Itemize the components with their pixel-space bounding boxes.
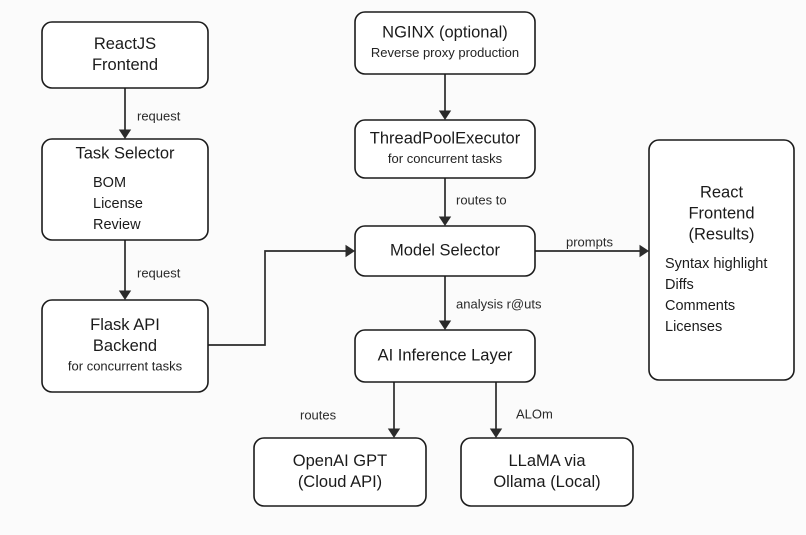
edge-inference-to-openai: routes bbox=[300, 382, 401, 438]
node-title-line: Flask API bbox=[90, 316, 160, 334]
arrow-head bbox=[639, 244, 649, 258]
node-list-item: Review bbox=[93, 217, 141, 233]
edge-reactjs-to-task: request bbox=[118, 88, 181, 139]
node-box[interactable] bbox=[354, 225, 536, 277]
node-title-line: Model Selector bbox=[390, 241, 501, 259]
edge-inference-to-llama: ALOm bbox=[489, 382, 553, 438]
edges-layer: request request routes to analysis r@uts pro… bbox=[118, 74, 649, 438]
edge-label: prompts bbox=[566, 234, 613, 249]
node-box[interactable] bbox=[354, 11, 536, 75]
node-openai-gpt[interactable]: OpenAI GPT (Cloud API) bbox=[253, 437, 427, 507]
node-title-line: LLaMA via bbox=[508, 452, 586, 470]
node-box[interactable] bbox=[648, 139, 795, 381]
node-title-line: React bbox=[700, 183, 744, 201]
node-title-line: Frontend bbox=[688, 204, 754, 222]
node-list-item: License bbox=[93, 196, 143, 212]
edge-label: request bbox=[137, 108, 181, 123]
node-threadpoolexecutor[interactable]: ThreadPoolExecutor for concurrent tasks bbox=[354, 119, 536, 179]
edge-label: routes bbox=[300, 407, 337, 422]
node-ai-inference-layer[interactable]: AI Inference Layer bbox=[354, 329, 536, 383]
edge-task-to-flask: request bbox=[118, 240, 181, 300]
edge-label: ALOm bbox=[516, 406, 553, 421]
node-box[interactable] bbox=[41, 138, 209, 241]
node-box[interactable] bbox=[41, 299, 209, 393]
node-flask-api-backend[interactable]: Flask API Backend for concurrent tasks bbox=[41, 299, 209, 393]
node-title-line: (Cloud API) bbox=[298, 473, 382, 491]
node-title-line: ThreadPoolExecutor bbox=[370, 129, 521, 147]
node-subtitle: Reverse proxy production bbox=[371, 45, 519, 60]
edge-line bbox=[208, 250, 349, 346]
node-title-line: NGINX (optional) bbox=[382, 23, 508, 41]
arrow-head bbox=[438, 320, 452, 330]
edge-label: request bbox=[137, 265, 181, 280]
node-box[interactable] bbox=[354, 119, 536, 179]
node-box[interactable] bbox=[354, 329, 536, 383]
node-reactjs-frontend[interactable]: ReactJS Frontend bbox=[41, 21, 209, 89]
node-list-item: Comments bbox=[665, 298, 735, 314]
node-list-item: Licenses bbox=[665, 319, 722, 335]
node-nginx-optional[interactable]: NGINX (optional) Reverse proxy production bbox=[354, 11, 536, 75]
edge-nginx-to-threadpool bbox=[438, 74, 452, 120]
arrow-head bbox=[387, 428, 401, 438]
node-box[interactable] bbox=[253, 437, 427, 507]
arrow-head bbox=[118, 129, 132, 139]
node-title-line: Backend bbox=[93, 337, 157, 355]
node-title-line: Frontend bbox=[92, 56, 158, 74]
edge-label: routes to bbox=[456, 192, 507, 207]
node-list-item: Diffs bbox=[665, 277, 694, 293]
node-subtitle: for concurrent tasks bbox=[68, 358, 183, 373]
edge-model-to-results: prompts bbox=[535, 234, 649, 258]
edge-threadpool-to-model: routes to bbox=[438, 178, 507, 226]
edge-label: analysis r@uts bbox=[456, 296, 542, 311]
edge-model-to-inference: analysis r@uts bbox=[438, 276, 542, 330]
node-title-line: ReactJS bbox=[94, 35, 156, 53]
edge-flask-to-model bbox=[208, 244, 355, 346]
node-title-line: (Results) bbox=[688, 225, 754, 243]
node-title-line: AI Inference Layer bbox=[378, 346, 513, 364]
arrow-head bbox=[345, 244, 355, 258]
arrow-head bbox=[489, 428, 503, 438]
node-subtitle: for concurrent tasks bbox=[388, 151, 503, 166]
node-model-selector[interactable]: Model Selector bbox=[354, 225, 536, 277]
arrow-head bbox=[118, 290, 132, 300]
node-box[interactable] bbox=[460, 437, 634, 507]
node-list-item: Syntax highlight bbox=[665, 256, 767, 272]
node-title-line: Ollama (Local) bbox=[493, 473, 600, 491]
node-list-item: BOM bbox=[93, 175, 126, 191]
node-box[interactable] bbox=[41, 21, 209, 89]
arrow-head bbox=[438, 110, 452, 120]
node-title-line: Task Selector bbox=[75, 144, 175, 162]
arrow-head bbox=[438, 216, 452, 226]
node-title-line: OpenAI GPT bbox=[293, 452, 387, 470]
